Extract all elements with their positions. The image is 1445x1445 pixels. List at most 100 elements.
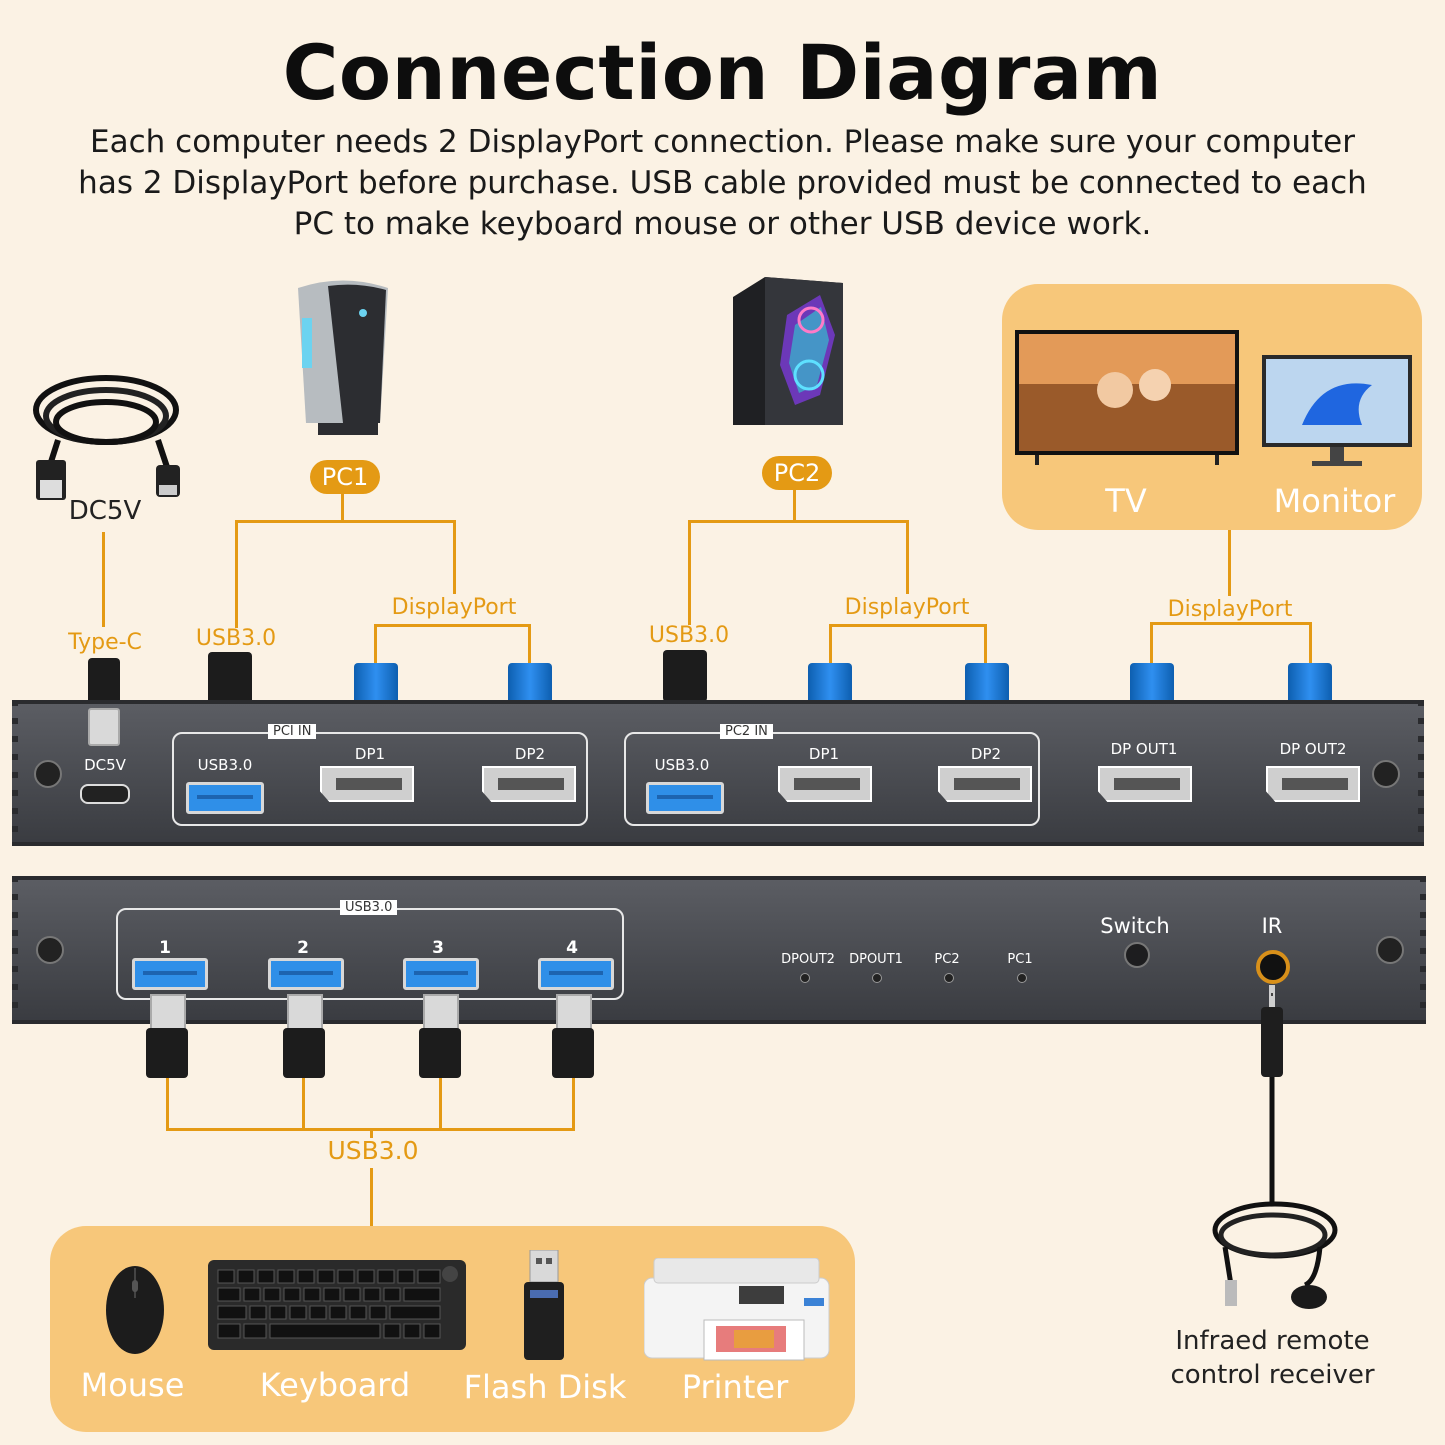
pc1-line	[235, 520, 238, 628]
pc1-tower-icon	[298, 280, 388, 435]
pc2-line	[793, 490, 796, 520]
pc2-dp2-port[interactable]	[938, 766, 1032, 802]
peripheral-line	[572, 1078, 575, 1130]
mouse-label: Mouse	[80, 1366, 185, 1404]
pc1-dp-line	[374, 624, 531, 627]
panel-fins	[12, 876, 18, 1016]
flash-disk-icon	[524, 1250, 564, 1360]
pc2-line	[688, 520, 909, 523]
pc1-usb-port[interactable]	[186, 782, 264, 814]
pc2-dp-line	[829, 624, 832, 664]
description-line: Each computer needs 2 DisplayPort connec…	[90, 124, 1355, 160]
led-pc2	[944, 973, 954, 983]
led-label-pc1: PC1	[1007, 952, 1033, 967]
screw-icon	[36, 936, 64, 964]
usb-hub-tag: USB3.0	[340, 900, 398, 915]
pc2-in-tag: PC2 IN	[720, 724, 773, 739]
usb-plug	[419, 1028, 461, 1078]
ir-receiver-label-line1: Infraed remote	[1175, 1326, 1370, 1356]
usb-plug-metal	[556, 994, 592, 1032]
pc1-usb-port-label: USB3.0	[197, 756, 253, 774]
pc2-dp-line	[984, 624, 987, 664]
panel-fins	[1418, 700, 1424, 838]
tv-label: TV	[1105, 482, 1147, 520]
keyboard-label: Keyboard	[259, 1366, 411, 1404]
pc1-dp1-label: DP1	[354, 745, 386, 763]
hub-usb-port-3[interactable]	[403, 958, 479, 990]
usb-port-number: 2	[297, 938, 309, 958]
ir-receiver-label-line2: control receiver	[1170, 1360, 1375, 1390]
switch-button[interactable]	[1124, 942, 1150, 968]
screw-icon	[34, 760, 62, 788]
monitor-icon	[1262, 355, 1412, 466]
panel-fins	[1420, 876, 1426, 1016]
description-line: PC to make keyboard mouse or other USB d…	[293, 206, 1152, 242]
pc2-line	[906, 520, 909, 594]
ir-label: IR	[1261, 914, 1283, 938]
dc5v-cable-label: DC5V	[68, 496, 142, 526]
pc1-displayport-label: DisplayPort	[391, 595, 517, 620]
hub-usb-port-4[interactable]	[538, 958, 614, 990]
pc2-dp1-label: DP1	[808, 745, 840, 763]
description: Each computer needs 2 DisplayPort connec…	[40, 122, 1405, 245]
panel-fins	[12, 700, 18, 838]
pc1-line	[453, 520, 456, 594]
led-label-pc2: PC2	[934, 952, 960, 967]
keyboard-icon	[208, 1260, 466, 1350]
tv-icon	[1015, 330, 1239, 465]
pc2-usb-label: USB3.0	[648, 623, 730, 648]
pc2-usb-port-label: USB3.0	[654, 756, 710, 774]
usb-plug	[552, 1028, 594, 1078]
dp-out1-port[interactable]	[1098, 766, 1192, 802]
pc2-tower-icon	[733, 277, 843, 425]
usb-c-cable-icon	[33, 375, 180, 500]
ir-receiver-cable-icon	[1212, 985, 1338, 1309]
mouse-icon	[106, 1266, 164, 1354]
monitor-label: Monitor	[1273, 482, 1396, 520]
dp-out1-label: DP OUT1	[1110, 740, 1178, 758]
printer-icon	[644, 1258, 830, 1361]
dc-type-c-port[interactable]	[80, 784, 130, 804]
peripheral-line	[166, 1078, 169, 1130]
usb-port-number: 4	[566, 938, 578, 958]
dc5v-port-label: DC5V	[84, 756, 126, 774]
pc1-badge: PC1	[310, 460, 380, 494]
ir-jack[interactable]	[1256, 950, 1290, 984]
pc2-dp2-label: DP2	[970, 745, 1002, 763]
led-dpout2	[800, 973, 810, 983]
pc1-dp1-port[interactable]	[320, 766, 414, 802]
hub-usb-port-1[interactable]	[132, 958, 208, 990]
peripheral-line	[439, 1078, 442, 1130]
page-title: Connection Diagram	[282, 28, 1163, 117]
type-c-plug	[88, 658, 120, 708]
type-c-label: Type-C	[68, 630, 142, 655]
pc1-dp-line	[374, 624, 377, 664]
pc2-in-group	[624, 732, 1040, 826]
pc1-usb-label: USB3.0	[195, 626, 277, 651]
pc1-dp-line	[528, 624, 531, 664]
led-dpout1	[872, 973, 882, 983]
usb-plug	[283, 1028, 325, 1078]
usb-plug-metal	[423, 994, 459, 1032]
usb-plug-metal	[150, 994, 186, 1032]
usb-plug	[146, 1028, 188, 1078]
pc2-badge: PC2	[762, 456, 832, 490]
pc1-in-group	[172, 732, 588, 826]
pc1-dp2-label: DP2	[514, 745, 546, 763]
output-dp-line	[1150, 622, 1312, 625]
pc2-usb-port[interactable]	[646, 782, 724, 814]
pc2-line	[688, 520, 691, 625]
hub-usb-port-2[interactable]	[268, 958, 344, 990]
usb-plug	[663, 650, 707, 702]
pc2-dp1-port[interactable]	[778, 766, 872, 802]
screw-icon	[1372, 760, 1400, 788]
pc2-displayport-label: DisplayPort	[844, 595, 970, 620]
switch-label: Switch	[1100, 914, 1170, 938]
usb-port-number: 3	[432, 938, 444, 958]
pc1-dp2-port[interactable]	[482, 766, 576, 802]
output-dp-line	[1309, 622, 1312, 664]
led-label-dpout1: DPOUT1	[849, 952, 903, 967]
dp-out2-port[interactable]	[1266, 766, 1360, 802]
usb-plug	[208, 652, 252, 704]
peripheral-usb-label: USB3.0	[327, 1136, 419, 1165]
